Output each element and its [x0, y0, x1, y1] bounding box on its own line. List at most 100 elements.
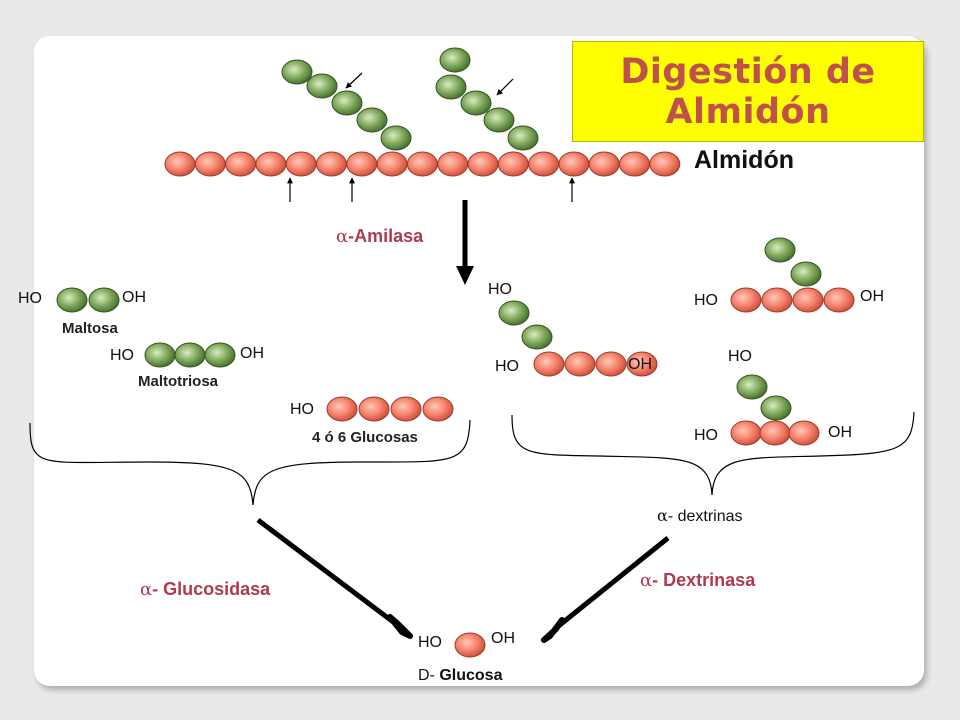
- cleavage-arrows: [287, 72, 575, 202]
- dextrin-2-ho-label: HO: [694, 292, 718, 309]
- maltosa-label: Maltosa: [62, 320, 118, 337]
- maltosa-unit: [88, 287, 120, 313]
- starch-branch-unit: [483, 107, 515, 133]
- starch-branch-unit: [439, 47, 471, 73]
- alpha-symbol: α: [140, 579, 153, 600]
- alpha-symbol: α: [336, 226, 349, 247]
- dextrin-2-oh-label: OH: [860, 288, 884, 305]
- dextrin-chain-unit: [564, 351, 596, 377]
- dextrin-branch-unit: [736, 374, 768, 400]
- amilasa-text: -Amilasa: [348, 226, 424, 246]
- dextrin-chain-unit: [788, 420, 820, 446]
- starch-branch-unit: [460, 90, 492, 116]
- starch-branch-unit: [281, 59, 313, 85]
- glucosa-chain-unit: [422, 396, 454, 422]
- glucosa-chain-unit: [326, 396, 358, 422]
- starch-branch-unit: [435, 74, 467, 100]
- maltotriosa-label: Maltotriosa: [138, 373, 219, 390]
- d-glucosa-unit: [454, 632, 486, 658]
- alpha-symbol: α: [657, 506, 668, 525]
- alpha-glucosidasa-label: α- Glucosidasa: [140, 579, 270, 600]
- dextrin-chain-unit: [626, 351, 658, 377]
- maltosa-oh-label: OH: [122, 289, 146, 306]
- dextrin-chain-unit: [759, 420, 791, 446]
- starch-label: Almidón: [694, 146, 794, 174]
- amilasa-arrow-head: [456, 266, 474, 285]
- starch-chain-unit: [619, 151, 650, 177]
- dextrin-1-oh-label: OH: [628, 356, 652, 373]
- title-line-1: Digestión de: [620, 51, 876, 92]
- dextrin-1-ho-label: HO: [495, 358, 519, 375]
- glucosa-chain-unit: [358, 396, 390, 422]
- starch-chain-unit: [255, 151, 287, 177]
- d-prefix: D-: [418, 667, 440, 684]
- maltosa-unit: [56, 287, 88, 313]
- left-product-brace: [29, 419, 471, 506]
- maltotriosa-oh-label: OH: [240, 345, 264, 362]
- starch-chain-unit: [164, 151, 196, 177]
- dextrin-chain-unit: [792, 287, 824, 313]
- starch-chain-unit: [588, 151, 620, 177]
- dextrin-chain-unit: [730, 287, 762, 313]
- alpha-amilasa-label: α-Amilasa: [336, 226, 423, 247]
- starch-branch-unit: [331, 90, 363, 116]
- maltotriosa-ho-label: HO: [110, 347, 134, 364]
- starch-chain-unit: [285, 151, 317, 177]
- starch-chain-unit: [225, 151, 257, 177]
- starch-branch-unit: [306, 73, 338, 99]
- dextrin-chain-unit: [533, 351, 565, 377]
- dextrin-branch-unit: [521, 324, 553, 350]
- dextrin-3-ho-label: HO: [694, 427, 718, 444]
- dextrin-chain-unit: [730, 420, 762, 446]
- glucosa-oh-label: OH: [491, 630, 515, 647]
- starch-branch-unit: [507, 125, 539, 151]
- starch-chain-unit: [437, 151, 469, 177]
- glucosa-text: Glucosa: [439, 667, 503, 684]
- dextrinasa-arrow-head: [541, 617, 565, 643]
- starch-chain-unit: [558, 151, 590, 177]
- dextrinas-text: - dextrinas: [667, 508, 743, 525]
- dextrin-branch-unit: [790, 261, 822, 287]
- dextrinasa-arrow-shaft: [554, 536, 670, 630]
- starch-chain-unit: [497, 151, 529, 177]
- maltosa-ho-label: HO: [18, 290, 42, 307]
- branch-cleavage-arrow-1: [345, 72, 363, 89]
- glucosa-ho-label: HO: [418, 634, 442, 651]
- dextrin-chain-unit: [823, 287, 855, 313]
- glucosidasa-text: - Glucosidasa: [152, 579, 271, 599]
- maltotriosa-unit: [144, 342, 176, 368]
- dextrin-branch-unit: [498, 300, 530, 326]
- dextrin-1-top-ho-label: HO: [488, 281, 512, 298]
- title-box: Digestión de Almidón: [572, 41, 924, 142]
- starch-chain-unit: [406, 151, 438, 177]
- alpha-symbol: α: [640, 570, 653, 591]
- starch-chain-unit: [376, 151, 408, 177]
- starch-chain-unit: [346, 151, 378, 177]
- glucosas-ho-label: HO: [290, 401, 314, 418]
- dextrin-chain-unit: [595, 351, 627, 377]
- reaction-arrows: [256, 200, 670, 643]
- alpha-dextrinas-label: α- dextrinas: [657, 506, 743, 526]
- starch-chain-unit: [528, 151, 560, 177]
- dextrin-3-top-ho-label: HO: [728, 348, 752, 365]
- starch-chain-unit: [467, 151, 499, 177]
- starch-branch-unit: [380, 125, 412, 151]
- dextrin-chain-unit: [761, 287, 793, 313]
- maltotriosa-unit: [174, 342, 206, 368]
- branch-cleavage-arrow-2: [496, 78, 514, 96]
- maltotriosa-unit: [204, 342, 236, 368]
- grouping-braces: [29, 411, 915, 506]
- glucosa-chain-unit: [390, 396, 422, 422]
- glucose-units: [56, 47, 855, 658]
- dextrin-branch-unit: [760, 395, 792, 421]
- right-product-brace: [511, 411, 915, 496]
- dextrin-branch-unit: [764, 237, 796, 263]
- glucosidasa-arrow-head: [387, 614, 413, 639]
- starch-chain-unit: [316, 151, 347, 177]
- title-line-2: Almidón: [665, 91, 831, 132]
- glucosas-label: 4 ó 6 Glucosas: [312, 429, 418, 446]
- starch-chain-unit: [194, 151, 226, 177]
- d-glucosa-label: D- Glucosa: [418, 667, 502, 685]
- glucosidasa-arrow-shaft: [256, 518, 398, 626]
